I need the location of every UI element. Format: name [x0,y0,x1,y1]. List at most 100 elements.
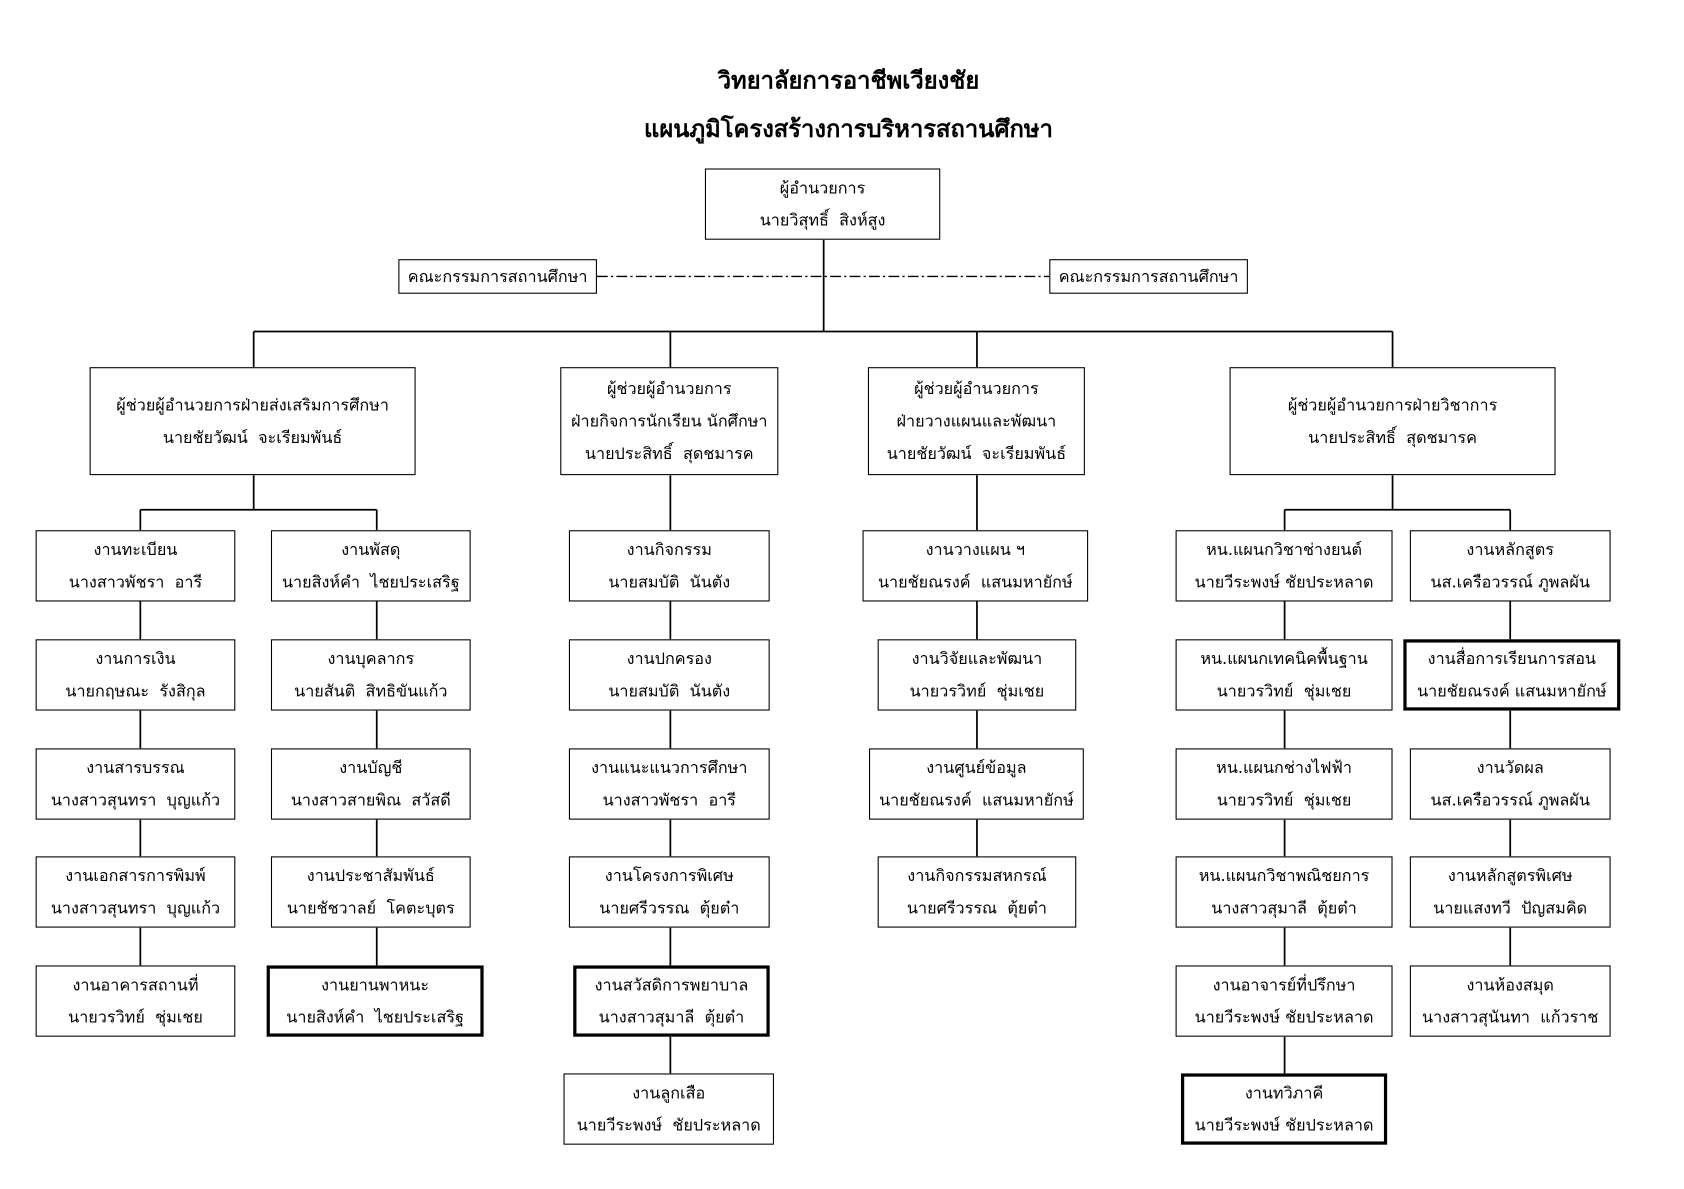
unit-discipline: งานปกครอง นายสมบัติ นันตัง [568,639,770,711]
unit-head-name: นายแสงทวี ปัญสมคิด [1433,898,1588,918]
committee-box-right: คณะกรรมการสถานศึกษา [1049,259,1248,294]
unit-accounting: งานบัญชี นางสาวสายพิณ สวัสดี [270,748,471,820]
unit-title: หน.แผนกเทคนิคพื้นฐาน [1200,649,1368,669]
unit-title: หน.แผนกช่างไฟฟ้า [1216,758,1352,778]
division-title: ผู้ช่วยผู้อำนวยการ [914,379,1039,399]
unit-special-projects: งานโครงการพิเศษ นายศรีวรรณ ตุ้ยต๋า [568,856,770,928]
division-title: ผู้ช่วยผู้อำนวยการฝ่ายส่งเสริมการศึกษา [116,395,389,415]
unit-head-name: นายกฤษณะ รังสิกุล [65,681,206,701]
unit-dual-vocational: งานทวิภาคี นายวีระพงษ์ ชัยประหลาด [1180,1073,1388,1145]
unit-title: งานหลักสูตรพิเศษ [1447,866,1573,886]
director-name: นายวิสุทธิ์ สิงห์สูง [759,210,886,231]
unit-title: งานโครงการพิเศษ [604,866,734,886]
unit-welfare-nursing: งานสวัสดิการพยาบาล นางสาวสุมาลี ตุ้ยต๋า [573,965,770,1037]
division-box-planning-development: ผู้ช่วยผู้อำนวยการ ฝ่ายวางแผนและพัฒนา นา… [867,367,1085,476]
unit-title: งานการเงิน [95,649,176,669]
college-title: วิทยาลัยการอาชีพเวียงชัย [717,66,980,96]
unit-supplies: งานพัสดุ นายสิงห์คำ ไชยประเสริฐ [270,530,471,602]
unit-head-name: นส.เครือวรรณ์ ภูพลผัน [1430,572,1590,592]
unit-title: งานยานพาหนะ [321,975,430,995]
unit-personnel: งานบุคลากร นายสันติ สิทธิขันแก้ว [270,639,471,711]
division-box-student-affairs: ผู้ช่วยผู้อำนวยการ ฝ่ายกิจการนักเรียน นั… [560,367,779,476]
unit-assessment: งานวัดผล นส.เครือวรรณ์ ภูพลผัน [1409,748,1611,820]
unit-head-name: นายสิงห์คำ ไชยประเสริฐ [286,1007,464,1027]
unit-head-name: นางสาวสายพิณ สวัสดี [290,790,451,810]
unit-head-name: นส.เครือวรรณ์ ภูพลผัน [1430,790,1590,810]
division-title: ผู้ช่วยผู้อำนวยการฝ่ายวิชาการ [1287,395,1498,415]
chart-title: แผนภูมิโครงสร้างการบริหารสถานศึกษา [644,115,1053,144]
unit-title: งานวัดผล [1476,758,1544,778]
division-head-name: นายชัยวัฒน์ จะเรียมพันธ์ [886,443,1067,464]
unit-title: งานอาคารสถานที่ [72,975,199,995]
unit-finance: งานการเงิน นายกฤษณะ รังสิกุล [35,639,236,711]
unit-head-name: นายวีระพงษ์ ชัยประหลาด [1194,1007,1374,1027]
unit-title: งานประชาสัมพันธ์ [306,866,435,886]
unit-cooperative: งานกิจกรรมสหกรณ์ นายศรีวรรณ ตุ้ยต๋า [877,856,1077,928]
unit-title: งานพัสดุ [341,539,401,560]
unit-title: งานสื่อการเรียนการสอน [1427,649,1597,669]
division-a-branch-line [139,475,378,531]
unit-correspondence: งานสารบรรณ นางสาวสุนทรา บุญแก้ว [35,748,236,820]
unit-curriculum: งานหลักสูตร นส.เครือวรรณ์ ภูพลผัน [1409,530,1611,602]
unit-information-center: งานศูนย์ข้อมูล นายชัยณรงค์ แสนมหายักษ์ [868,748,1084,820]
unit-head-name: นางสาวสุนทรา บุญแก้ว [50,790,221,810]
unit-head-name: นายวีระพงษ์ ชัยประหลาด [1194,572,1374,592]
unit-guidance: งานแนะแนวการศึกษา นางสาวพัชรา อารี [568,748,770,820]
unit-head-name: นายสิงห์คำ ไชยประเสริฐ [281,572,460,592]
unit-title: งานบุคลากร [327,649,415,669]
unit-auto-mechanics-dept: หน.แผนกวิชาช่างยนต์ นายวีระพงษ์ ชัยประหล… [1175,530,1393,602]
unit-head-name: นายสันติ สิทธิขันแก้ว [294,681,448,701]
unit-basic-technology-dept: หน.แผนกเทคนิคพื้นฐาน นายวรวิทย์ ชุ่มเชย [1175,639,1393,711]
unit-head-name: นายชัยณรงค์ แสนมหายักษ์ [877,572,1073,592]
unit-title: หน.แผนกวิชาพณิชยการ [1198,866,1370,886]
unit-advisors: งานอาจารย์ที่ปรึกษา นายวีระพงษ์ ชัยประหล… [1175,965,1393,1037]
unit-printing-documents: งานเอกสารการพิมพ์ นางสาวสุนทรา บุญแก้ว [35,856,236,928]
committee-label: คณะกรรมการสถานศึกษา [1058,266,1239,287]
division-subtitle: ฝ่ายวางแผนและพัฒนา [896,411,1057,431]
unit-title: งานปกครอง [626,649,712,669]
division-box-education-promotion: ผู้ช่วยผู้อำนวยการฝ่ายส่งเสริมการศึกษา น… [89,367,416,476]
committee-label: คณะกรรมการสถานศึกษา [407,266,588,287]
unit-special-curriculum: งานหลักสูตรพิเศษ นายแสงทวี ปัญสมคิด [1409,856,1611,928]
unit-head-name: นางสาวสุมาลี ตุ้ยต๋า [1211,898,1357,918]
division-subtitle: ฝ่ายกิจการนักเรียน นักศึกษา [571,411,768,431]
unit-title: งานห้องสมุด [1466,975,1554,995]
unit-buildings-grounds: งานอาคารสถานที่ นายวรวิทย์ ชุ่มเชย [35,965,236,1037]
unit-head-name: นายวรวิทย์ ชุ่มเชย [1216,790,1352,810]
unit-title: งานแนะแนวการศึกษา [591,758,748,778]
division-d-branch-line [1283,475,1512,531]
unit-head-name: นางสาวสุนันทา แก้วราช [1422,1007,1599,1027]
unit-head-name: นายสมบัติ นันตัง [608,681,731,701]
unit-title: งานเอกสารการพิมพ์ [65,866,206,886]
division-head-name: นายประสิทธิ์ สุดชมารค [1308,427,1477,448]
unit-title: งานหลักสูตร [1466,539,1555,560]
unit-title: งานวางแผน ฯ [925,539,1026,560]
unit-head-name: นายชัยณรงค์ แสนมหายักษ์ [879,790,1074,810]
unit-scouts: งานลูกเสือ นายวีระพงษ์ ชัยประหลาด [563,1073,775,1145]
unit-head-name: นายชัยณรงค์ แสนมหายักษ์ [1417,681,1607,701]
unit-title: งานบัญชี [339,758,403,778]
unit-title: งานกิจกรรมสหกรณ์ [907,866,1047,886]
unit-public-relations: งานประชาสัมพันธ์ นายชัชวาลย์ โคตะบุตร [270,856,471,928]
unit-head-name: นางสาวพัชรา อารี [68,572,203,592]
unit-title: งานลูกเสือ [632,1083,706,1103]
unit-title: งานศูนย์ข้อมูล [926,758,1027,778]
unit-title: งานกิจกรรม [626,539,712,560]
unit-electrical-dept: หน.แผนกช่างไฟฟ้า นายวรวิทย์ ชุ่มเชย [1175,748,1393,820]
unit-head-name: นายวีระพงษ์ ชัยประหลาด [576,1115,761,1135]
unit-head-name: นายศรีวรรณ ตุ้ยต๋า [906,898,1047,918]
unit-title: งานทวิภาคี [1244,1083,1324,1103]
division-head-name: นายชัยวัฒน์ จะเรียมพันธ์ [162,427,343,448]
unit-title: งานทะเบียน [93,539,178,560]
unit-activities: งานกิจกรรม นายสมบัติ นันตัง [568,530,770,602]
unit-library: งานห้องสมุด นางสาวสุนันทา แก้วราช [1409,965,1611,1037]
unit-head-name: นางสาวสุนทรา บุญแก้ว [50,898,221,918]
unit-head-name: นางสาวพัชรา อารี [602,790,736,810]
committee-box-left: คณะกรรมการสถานศึกษา [398,259,597,294]
unit-title: งานสวัสดิการพยาบาล [594,975,749,995]
unit-head-name: นางสาวสุมาลี ตุ้ยต๋า [598,1007,745,1027]
unit-head-name: นายวรวิทย์ ชุ่มเชย [68,1007,203,1027]
unit-title: งานสารบรรณ [86,758,185,778]
